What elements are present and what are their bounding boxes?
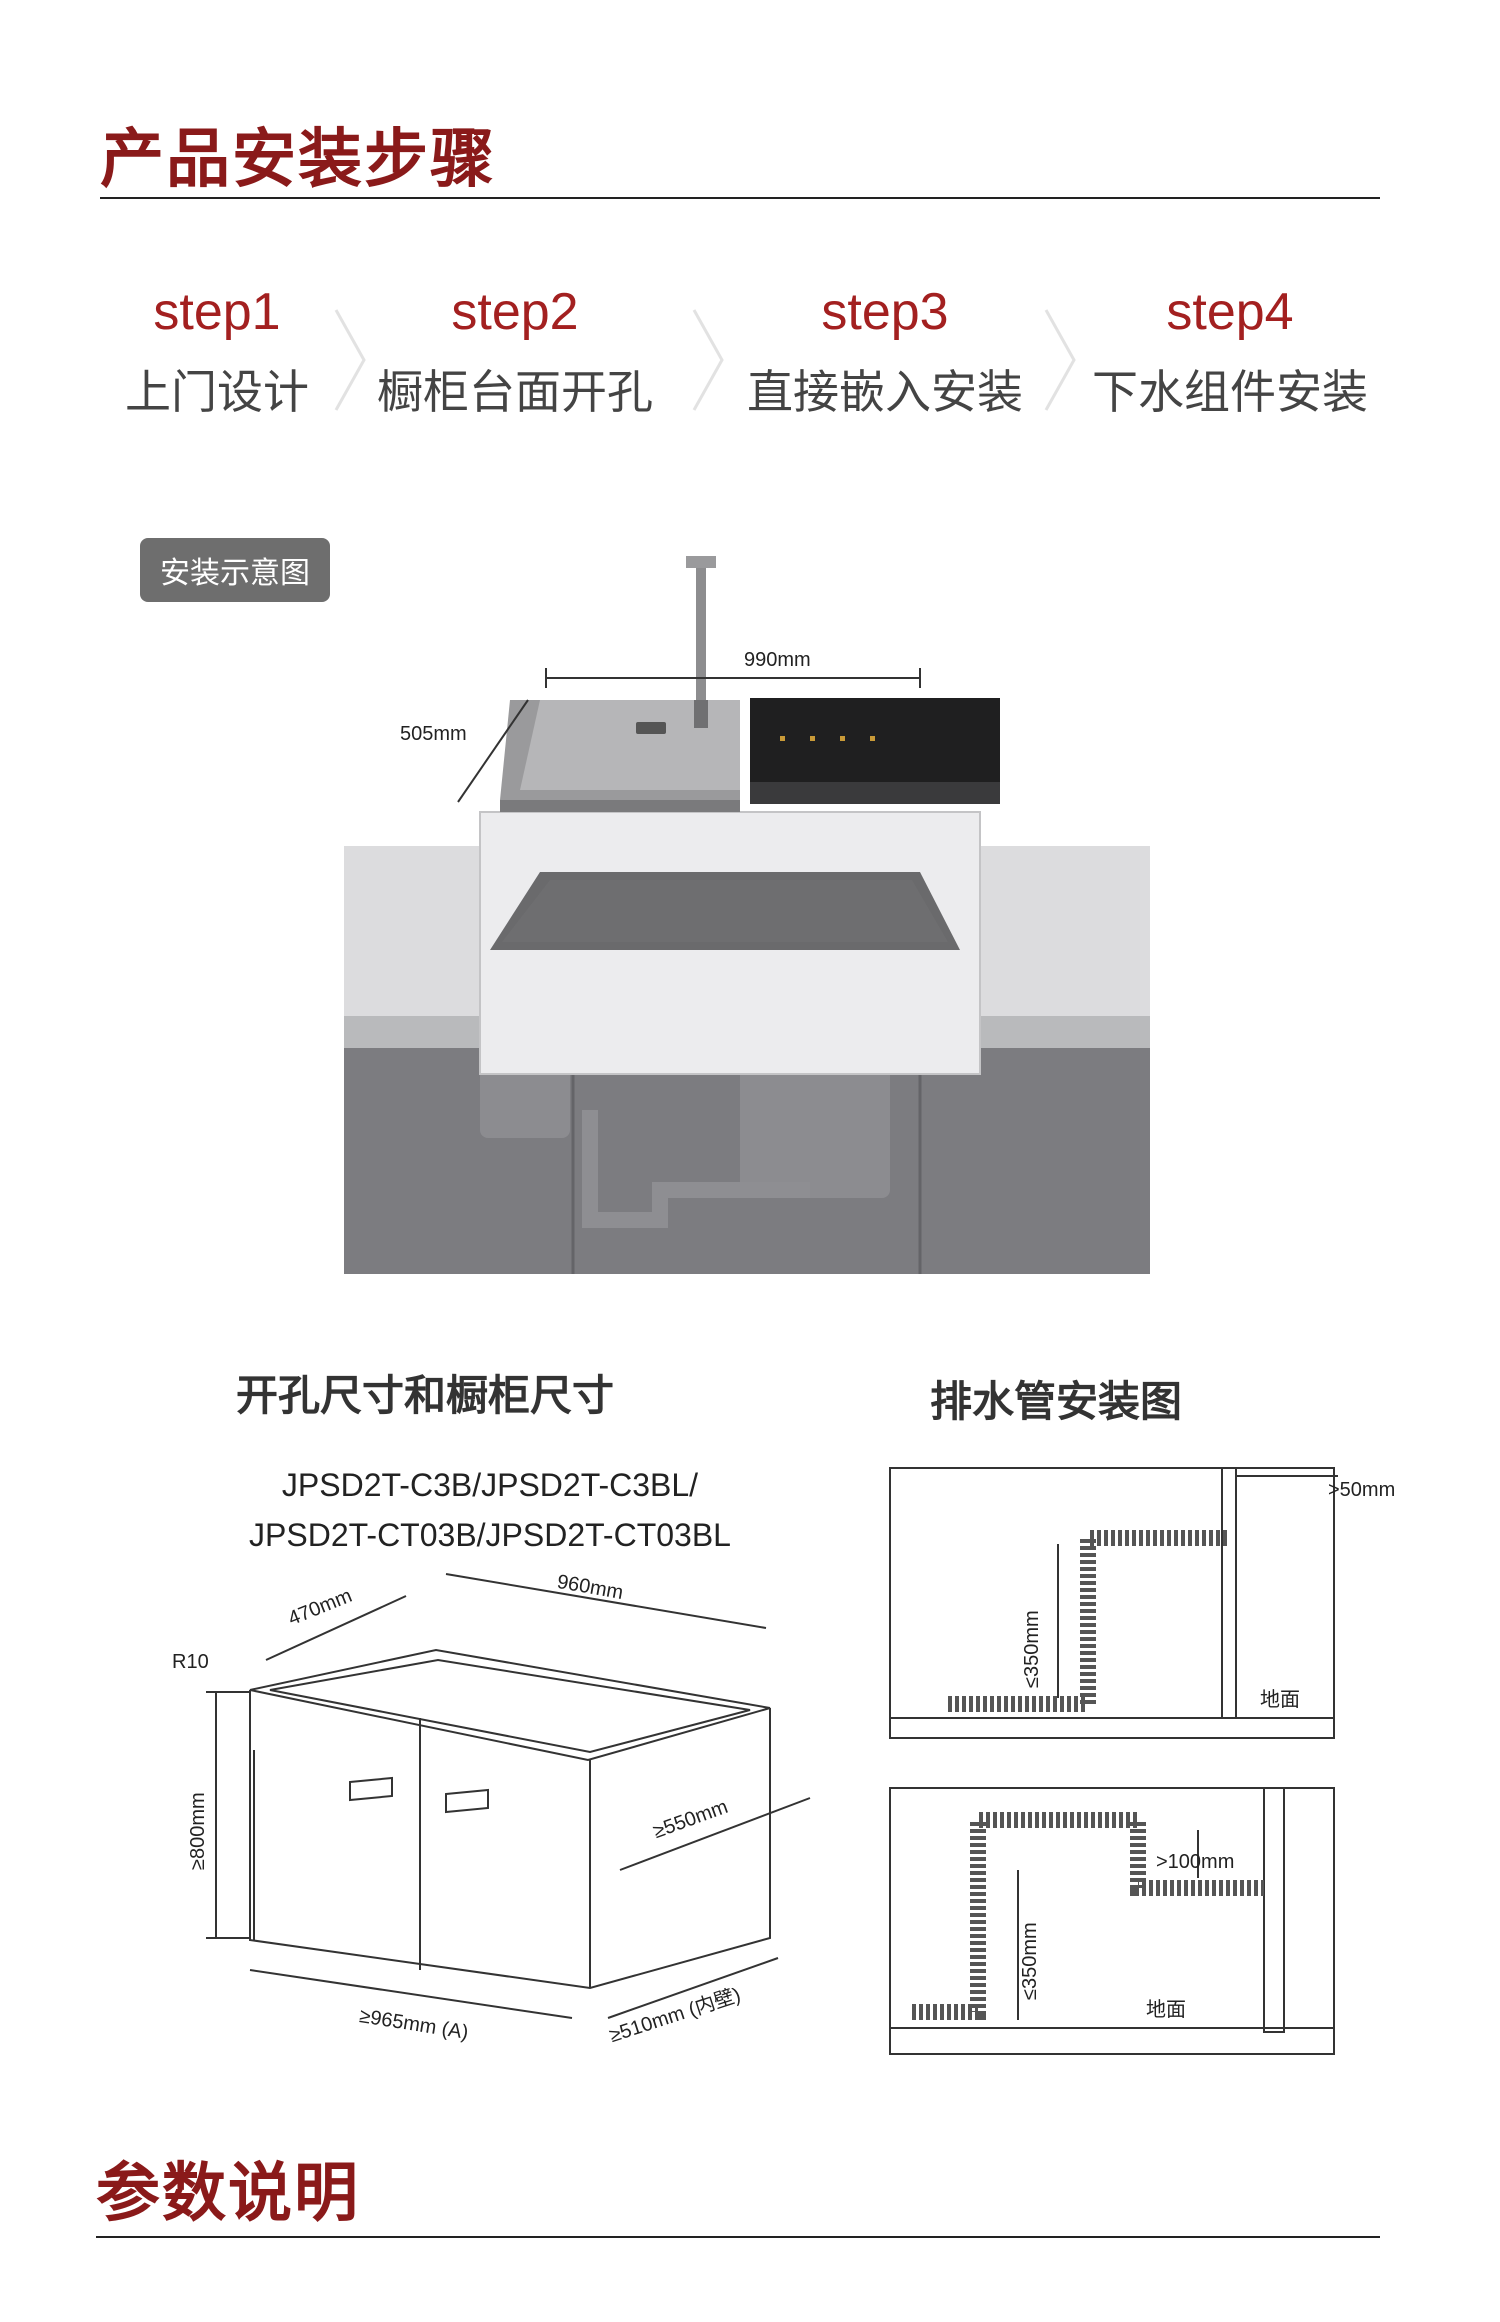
drain-diagram-bottom: >100mm ≤350mm 地面 <box>889 1787 1335 2055</box>
step-label: 直接嵌入安装 <box>747 365 1023 419</box>
dim-965-label: ≥965mm (A) <box>358 2005 470 2044</box>
step-4: step4 下水组件安装 <box>1070 282 1390 422</box>
step-label: 下水组件安装 <box>1092 365 1368 419</box>
dim-350-label-b: ≤350mm <box>1019 1922 1041 2000</box>
section-title-parameters: 参数说明 <box>96 2157 360 2231</box>
model-line-2: JPSD2T-CT03B/JPSD2T-CT03BL <box>249 1517 731 1553</box>
title-divider <box>96 2236 1380 2238</box>
drain-diagram-top: >50mm ≤350mm 地面 <box>889 1467 1395 1739</box>
chevron-right-icon <box>334 309 366 411</box>
dim-50-label: >50mm <box>1328 1479 1395 1501</box>
dim-r10-label: R10 <box>172 1651 209 1673</box>
dim-350-label-a: ≤350mm <box>1021 1610 1043 1688</box>
step-number: step3 <box>821 283 949 341</box>
dim-550-label: ≥550mm <box>650 1796 731 1843</box>
dim-510-label: ≥510mm (内壁) <box>606 1983 743 2047</box>
step-number: step2 <box>451 283 579 341</box>
diagram-badge: 安装示意图 <box>140 538 330 602</box>
width-dimension-label: 990mm <box>744 649 811 671</box>
floor-label-a: 地面 <box>1260 1688 1300 1711</box>
depth-dimension-label: 505mm <box>400 723 467 745</box>
chevron-right-icon <box>1044 309 1076 411</box>
cabinet-dimension-drawing: 470mm 960mm R10 ≥550mm ≥800mm ≥965mm (A)… <box>172 1571 811 2047</box>
step-number: step4 <box>1166 283 1294 341</box>
chevron-right-icon <box>692 309 724 411</box>
step-label: 橱柜台面开孔 <box>377 365 653 419</box>
dim-800-label: ≥800mm <box>187 1792 209 1870</box>
model-line-1: JPSD2T-C3B/JPSD2T-C3BL/ <box>281 1467 699 1503</box>
title-divider <box>100 197 1380 199</box>
dim-100-label: >100mm <box>1156 1851 1234 1873</box>
installation-illustration: 990mm 505mm <box>344 556 1150 1274</box>
step-3: step3 直接嵌入安装 <box>725 282 1045 422</box>
step-number: step1 <box>153 283 281 341</box>
section-title-install-steps: 产品安装步骤 <box>100 123 496 197</box>
model-list: JPSD2T-C3B/JPSD2T-C3BL/ JPSD2T-CT03B/JPS… <box>160 1460 820 1560</box>
step-2: step2 橱柜台面开孔 <box>355 282 675 422</box>
step-label: 上门设计 <box>125 365 309 419</box>
step-1: step1 上门设计 <box>57 282 377 422</box>
floor-label-b: 地面 <box>1146 1998 1186 2021</box>
cutout-title: 开孔尺寸和橱柜尺寸 <box>236 1371 615 1420</box>
drain-title: 排水管安装图 <box>930 1377 1183 1426</box>
